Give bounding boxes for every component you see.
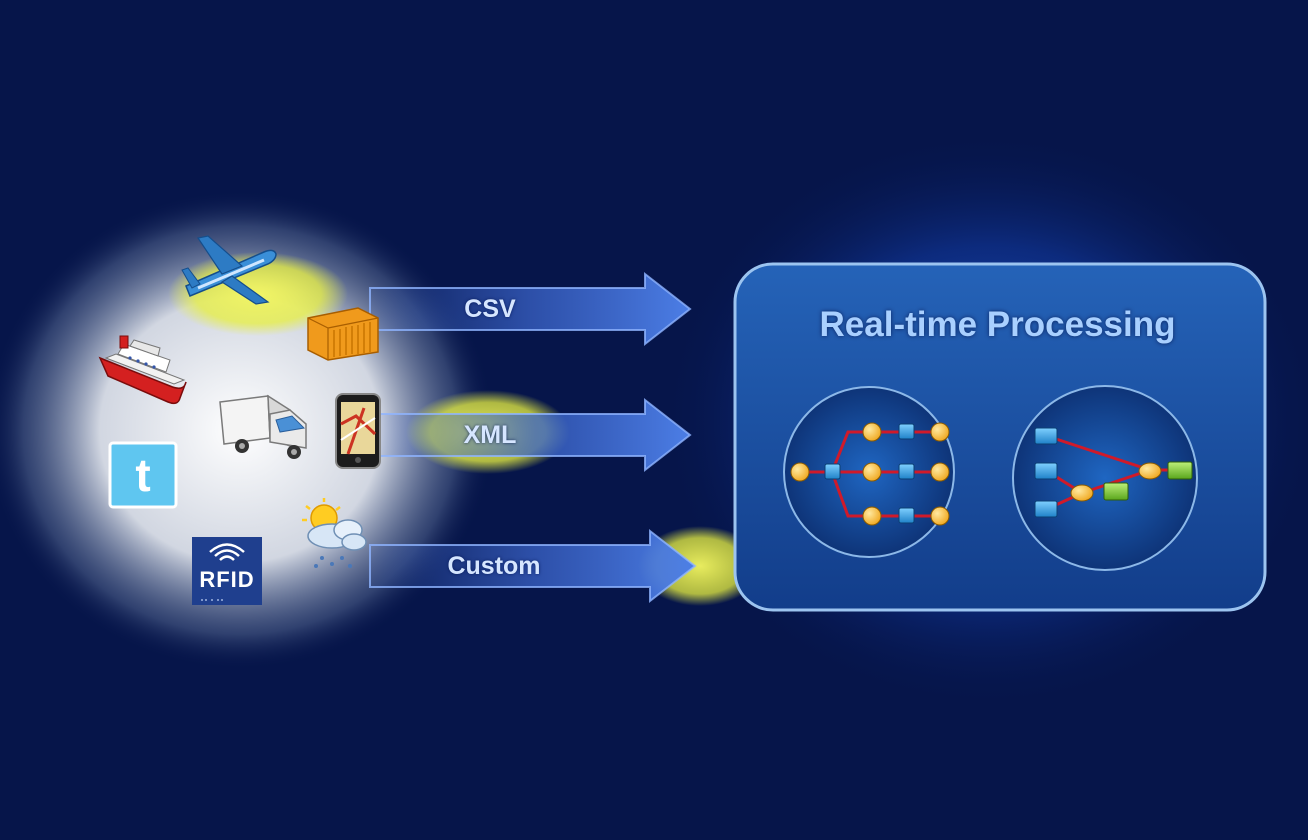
truck-icon bbox=[219, 394, 307, 459]
rfid-label: RFID bbox=[199, 567, 255, 592]
twitter-glyph: t bbox=[135, 449, 151, 501]
stream-label-xml: XML bbox=[463, 421, 517, 449]
processing-title: Real-time Processing bbox=[819, 305, 1176, 344]
stream-arrow-custom bbox=[369, 528, 697, 604]
stream-arrow-xml bbox=[379, 397, 692, 473]
branching-graph-circle bbox=[783, 386, 955, 558]
stream-label-csv: CSV bbox=[464, 295, 516, 323]
highlight-glow-1 bbox=[168, 252, 348, 336]
ship-icon bbox=[98, 335, 187, 405]
shipping-container-icon bbox=[307, 307, 379, 361]
weather-icon bbox=[302, 498, 367, 568]
stream-label-custom: Custom bbox=[447, 552, 541, 580]
rfid-icon bbox=[192, 537, 262, 605]
airplane-icon bbox=[181, 235, 277, 305]
smartphone-map-icon bbox=[335, 393, 381, 469]
merging-graph-circle bbox=[1012, 385, 1198, 571]
stream-arrow-csv bbox=[369, 271, 692, 347]
twitter-icon bbox=[108, 441, 178, 509]
